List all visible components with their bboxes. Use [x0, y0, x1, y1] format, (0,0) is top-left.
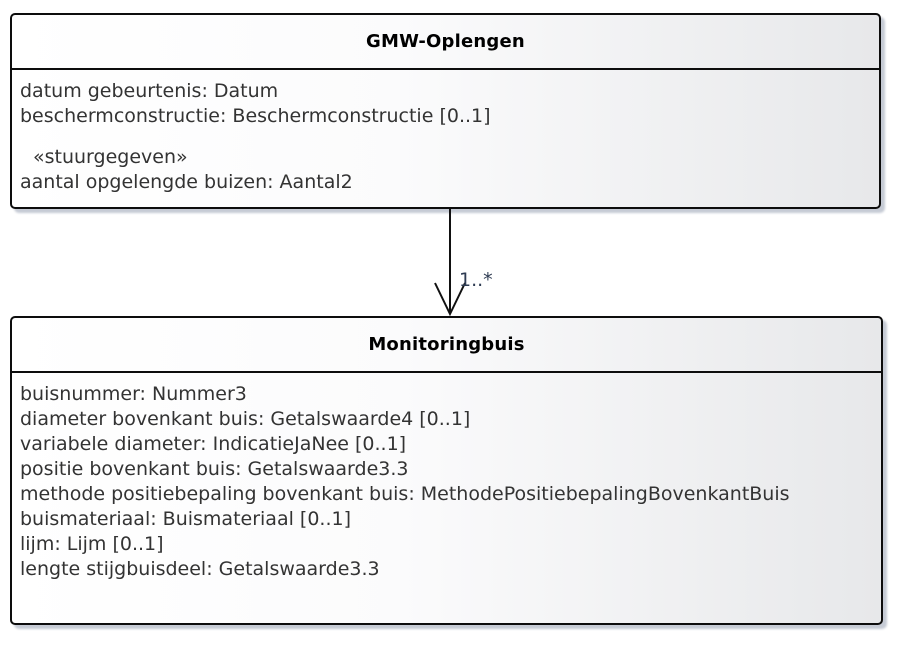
attribute-line: diameter bovenkant buis: Getalswaarde4 [… — [20, 408, 471, 430]
attribute-line: buismateriaal: Buismateriaal [0..1] — [20, 508, 351, 530]
attribute-line: beschermconstructie: Beschermconstructie… — [20, 105, 491, 127]
attribute-line: buisnummer: Nummer3 — [20, 383, 247, 405]
class-box-gmw-oplengen[interactable]: GMW-Oplengen datum gebeurtenis: Datum be… — [10, 13, 881, 209]
attribute-line: lijm: Lijm [0..1] — [20, 533, 164, 555]
attribute-line: variabele diameter: IndicatieJaNee [0..1… — [20, 433, 407, 455]
attribute-line: methode positiebepaling bovenkant buis: … — [20, 483, 790, 505]
multiplicity-label: 1..* — [459, 269, 493, 291]
class-title-monitoringbuis: Monitoringbuis — [12, 318, 881, 373]
attribute-line: datum gebeurtenis: Datum — [20, 80, 279, 102]
attribute-line: aantal opgelengde buizen: Aantal2 — [20, 171, 353, 193]
attribute-line: lengte stijgbuisdeel: Getalswaarde3.3 — [20, 558, 380, 580]
class-title-gmw-oplengen: GMW-Oplengen — [12, 15, 879, 70]
class-box-monitoringbuis[interactable]: Monitoringbuis buisnummer: Nummer3 diame… — [10, 316, 883, 625]
class-attributes-monitoringbuis: buisnummer: Nummer3 diameter bovenkant b… — [12, 373, 881, 582]
stereotype-label: «stuurgegeven» — [33, 146, 188, 168]
class-attributes-gmw-oplengen: datum gebeurtenis: Datum beschermconstru… — [12, 70, 879, 195]
attribute-line: positie bovenkant buis: Getalswaarde3.3 — [20, 458, 409, 480]
